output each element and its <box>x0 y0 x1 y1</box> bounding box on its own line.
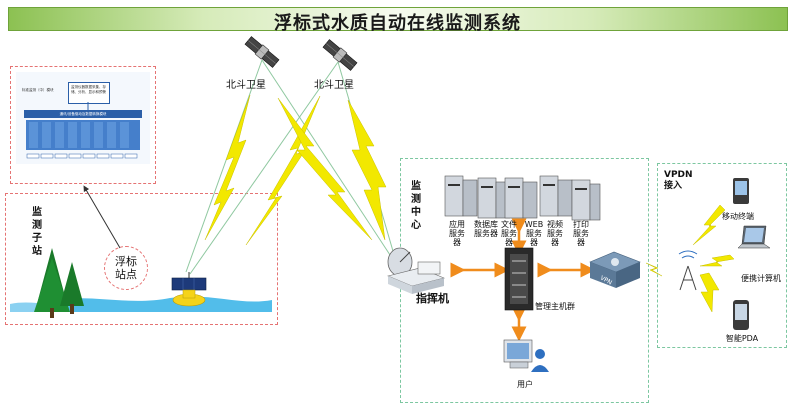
server-label-file: 文件服务器 <box>501 220 517 247</box>
server-rack-icons <box>444 175 601 221</box>
laptop-icon <box>737 225 771 249</box>
pda-icon <box>733 300 749 330</box>
software-diagram: 标准监测（中）模块 监测仪器数据采集、存储、分析、显示和预警 通讯/设备驱动及数… <box>16 72 150 164</box>
driver-band: 通讯/设备驱动及数据转换模块 <box>24 110 142 118</box>
center-label: 监测中心 <box>411 181 421 231</box>
laptop-label: 便携计算机 <box>741 274 781 283</box>
buoy-station-label: 浮标站点 <box>115 255 137 281</box>
user-label: 用户 <box>517 380 533 389</box>
host-cluster-label: 管理主机群 <box>535 302 575 311</box>
driver-band-text: 通讯/设备驱动及数据转换模块 <box>59 112 107 116</box>
antenna-tower-icon <box>678 250 698 291</box>
satellite-icon-2 <box>322 39 358 71</box>
station-region <box>5 193 278 325</box>
host-cluster-icon <box>504 247 534 311</box>
software-panel <box>10 66 156 184</box>
server-label-app: 应用服务器 <box>449 220 465 247</box>
tree-icons <box>34 248 84 318</box>
driver-columns <box>26 102 140 159</box>
page-title: 浮标式水质自动在线监测系统 <box>274 13 521 34</box>
command-label: 指挥机 <box>416 292 449 305</box>
mobile-terminal-icon <box>733 178 749 204</box>
server-label-print: 打印服务器 <box>573 220 589 247</box>
server-label-web: WEB服务器 <box>524 220 544 247</box>
lightning-bolts <box>204 94 735 313</box>
vpn-router-icon <box>589 251 641 288</box>
server-label-db: 数据库服务器 <box>474 220 498 238</box>
top-module-box: 监测仪器数据采集、存储、分析、显示和预警 <box>68 82 110 104</box>
server-label-video: 视频服务器 <box>547 220 563 247</box>
pda-label: 智能PDA <box>725 334 759 343</box>
title-bar <box>8 7 788 31</box>
satellite-label-1: 北斗卫星 <box>226 80 266 91</box>
vpdn-region <box>657 163 787 348</box>
satellite-label-2: 北斗卫星 <box>314 80 354 91</box>
top-module-text: 监测仪器数据采集、存储、分析、显示和预警 <box>71 85 106 94</box>
satellite-icon-1 <box>244 36 280 68</box>
buoy-station-circle <box>104 246 148 290</box>
module-label: 标准监测（中）模块 <box>22 88 54 92</box>
station-label: 监测子站 <box>32 207 42 257</box>
vpdn-label: VPDN接入 <box>664 170 693 191</box>
command-terminal-icon <box>387 247 445 294</box>
buoy-icon <box>171 272 207 307</box>
user-computer-icon <box>503 339 549 372</box>
mobile-terminal-label: 移动终端 <box>722 212 754 221</box>
